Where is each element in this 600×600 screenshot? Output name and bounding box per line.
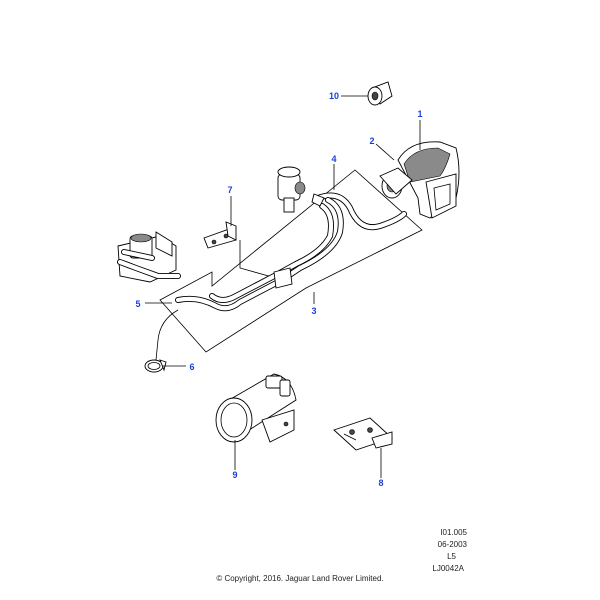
check-valve-part xyxy=(277,166,306,213)
canister-bracket-part xyxy=(333,417,393,451)
callout-3: 3 xyxy=(311,306,316,316)
callout-2: 2 xyxy=(369,136,374,146)
callout-6: 6 xyxy=(189,362,194,372)
solenoid-valve-part xyxy=(117,231,181,283)
illustration-ref: I01.005 xyxy=(440,528,467,537)
callout-5: 5 xyxy=(135,299,140,309)
callout-7: 7 xyxy=(227,185,232,195)
callout-1: 1 xyxy=(417,109,422,119)
grommet-part xyxy=(367,81,393,106)
assembly-outline xyxy=(159,169,423,353)
callout-4: 4 xyxy=(331,154,336,164)
callout-8: 8 xyxy=(378,478,383,488)
mounting-bracket-part xyxy=(203,221,237,249)
copyright-notice: © Copyright, 2016. Jaguar Land Rover Lim… xyxy=(216,574,384,583)
leader-lines xyxy=(145,95,421,478)
illustration-code: LJ0042A xyxy=(432,564,464,573)
illustration-model: L5 xyxy=(447,552,456,561)
pump-housing-part xyxy=(379,141,460,219)
charcoal-canister-part xyxy=(215,373,297,443)
illustration-date: 06-2003 xyxy=(437,540,467,549)
callout-10: 10 xyxy=(329,91,339,101)
callout-9: 9 xyxy=(232,470,237,480)
hose-assembly-part xyxy=(175,192,407,312)
